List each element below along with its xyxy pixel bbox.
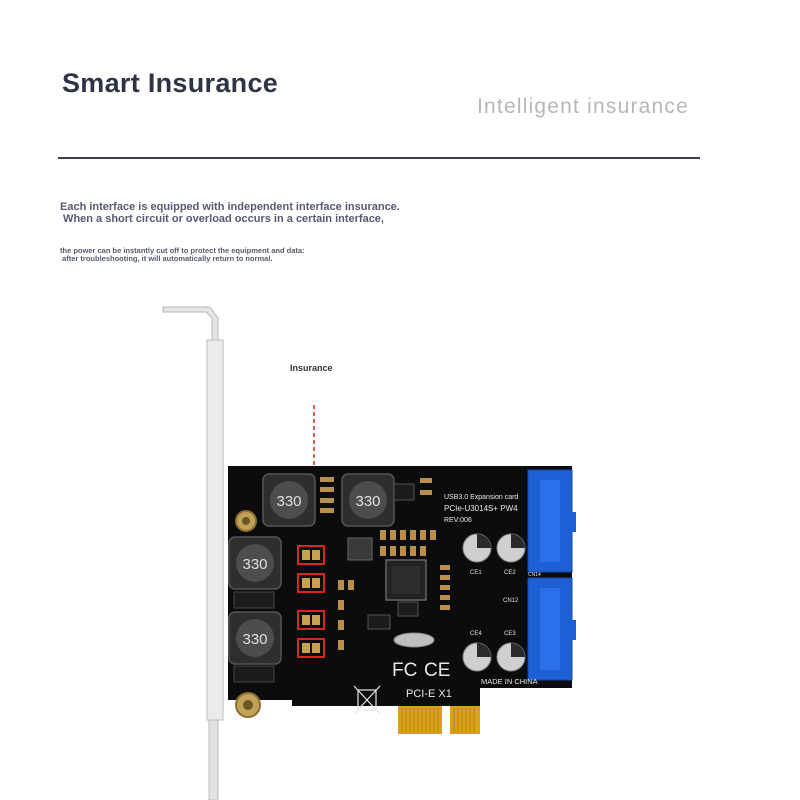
inductor-4: 330 bbox=[228, 611, 282, 665]
description-line-4: after troubleshooting, it will automatic… bbox=[60, 254, 273, 263]
made-in-label: MADE IN CHINA bbox=[481, 677, 538, 686]
fuse-1 bbox=[297, 545, 325, 565]
divider bbox=[58, 157, 700, 159]
capacitor-ce2 bbox=[496, 533, 526, 563]
board-label-line-3: REV:006 bbox=[444, 517, 472, 524]
capacitor-ce4-label: CE4 bbox=[470, 631, 482, 637]
capacitor-ce3 bbox=[496, 642, 526, 672]
usb-controller-chip bbox=[385, 559, 427, 601]
usb-header-bottom bbox=[527, 577, 576, 681]
description-line-3: the power can be instantly cut off to pr… bbox=[60, 246, 305, 255]
pcie-gold-fingers bbox=[398, 706, 480, 734]
inductor-1: 330 bbox=[262, 473, 316, 527]
pcie-slot-label: PCI-E X1 bbox=[406, 688, 452, 700]
capacitor-ce4 bbox=[462, 642, 492, 672]
insurance-callout-label: Insurance bbox=[290, 363, 333, 373]
screw-top bbox=[235, 510, 257, 532]
inductor-3: 330 bbox=[228, 536, 282, 590]
smd-components bbox=[320, 477, 450, 650]
fuse-4 bbox=[297, 638, 325, 658]
inductor-2-label: 330 bbox=[355, 493, 380, 510]
capacitor-ce3-label: CE3 bbox=[504, 631, 516, 637]
inductor-1-label: 330 bbox=[276, 493, 301, 510]
header-bottom-label: CN12 bbox=[503, 598, 519, 604]
inductor-3-label: 330 bbox=[242, 556, 267, 573]
inductor-4-label: 330 bbox=[242, 631, 267, 648]
board-label-line-2: PCIe-U3014S+ PW4 bbox=[444, 504, 518, 513]
fc-mark: FC bbox=[392, 660, 417, 681]
usb-header-top bbox=[527, 469, 576, 573]
ce-mark: CE bbox=[424, 660, 450, 681]
capacitor-ce2-label: CE2 bbox=[504, 570, 516, 576]
weee-bin-icon bbox=[353, 685, 381, 715]
page-title: Smart Insurance bbox=[62, 68, 279, 98]
screw-bottom bbox=[235, 692, 261, 718]
capacitor-ce1 bbox=[462, 533, 492, 563]
inductor-2: 330 bbox=[341, 473, 395, 527]
header-top-label: CN14 bbox=[528, 572, 541, 578]
capacitor-ce1-label: CE1 bbox=[470, 570, 482, 576]
description-line-2: When a short circuit or overload occurs … bbox=[60, 213, 384, 225]
fuse-3 bbox=[297, 610, 325, 630]
crystal-oscillator bbox=[393, 632, 435, 648]
small-ics bbox=[233, 483, 419, 683]
board-label-line-1: USB3.0 Expansion card bbox=[444, 494, 518, 501]
description-line-1: Each interface is equipped with independ… bbox=[60, 201, 400, 213]
fuse-2 bbox=[297, 573, 325, 593]
page-subtitle: Intelligent insurance bbox=[477, 95, 689, 118]
metal-bracket bbox=[162, 306, 224, 800]
